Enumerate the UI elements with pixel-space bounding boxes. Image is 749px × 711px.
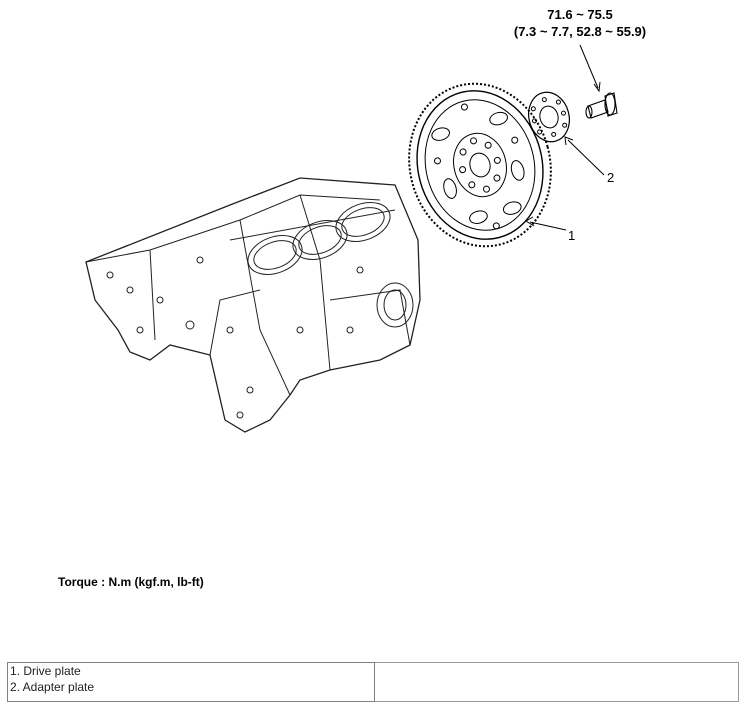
torque-nm: 71.6 ~ 75.5 — [547, 7, 613, 22]
engine-block-illustration — [85, 177, 421, 433]
legend-item: 2. Adapter plate — [10, 680, 95, 694]
adapter-plate-illustration — [528, 91, 570, 143]
legend-item: 1. Drive plate — [10, 664, 81, 678]
leader-lines — [525, 44, 605, 231]
torque-kgfm-lbft: (7.3 ~ 7.7, 52.8 ~ 55.9) — [513, 24, 647, 39]
bolt-illustration — [585, 92, 618, 119]
torque-spec-label: 71.6 ~ 75.5 (7.3 ~ 7.7, 52.8 ~ 55.9) — [480, 6, 680, 40]
legend-left-cell: 1. Drive plate 2. Adapter plate — [7, 662, 375, 702]
callout-2: 2 — [607, 170, 615, 185]
torque-unit-note: Torque : N.m (kgf.m, lb-ft) — [58, 575, 204, 589]
callout-1: 1 — [568, 228, 576, 243]
drive-plate-illustration — [408, 82, 552, 248]
parts-legend-table: 1. Drive plate 2. Adapter plate — [7, 662, 739, 702]
exploded-diagram — [85, 44, 618, 433]
legend-right-cell — [374, 662, 739, 702]
